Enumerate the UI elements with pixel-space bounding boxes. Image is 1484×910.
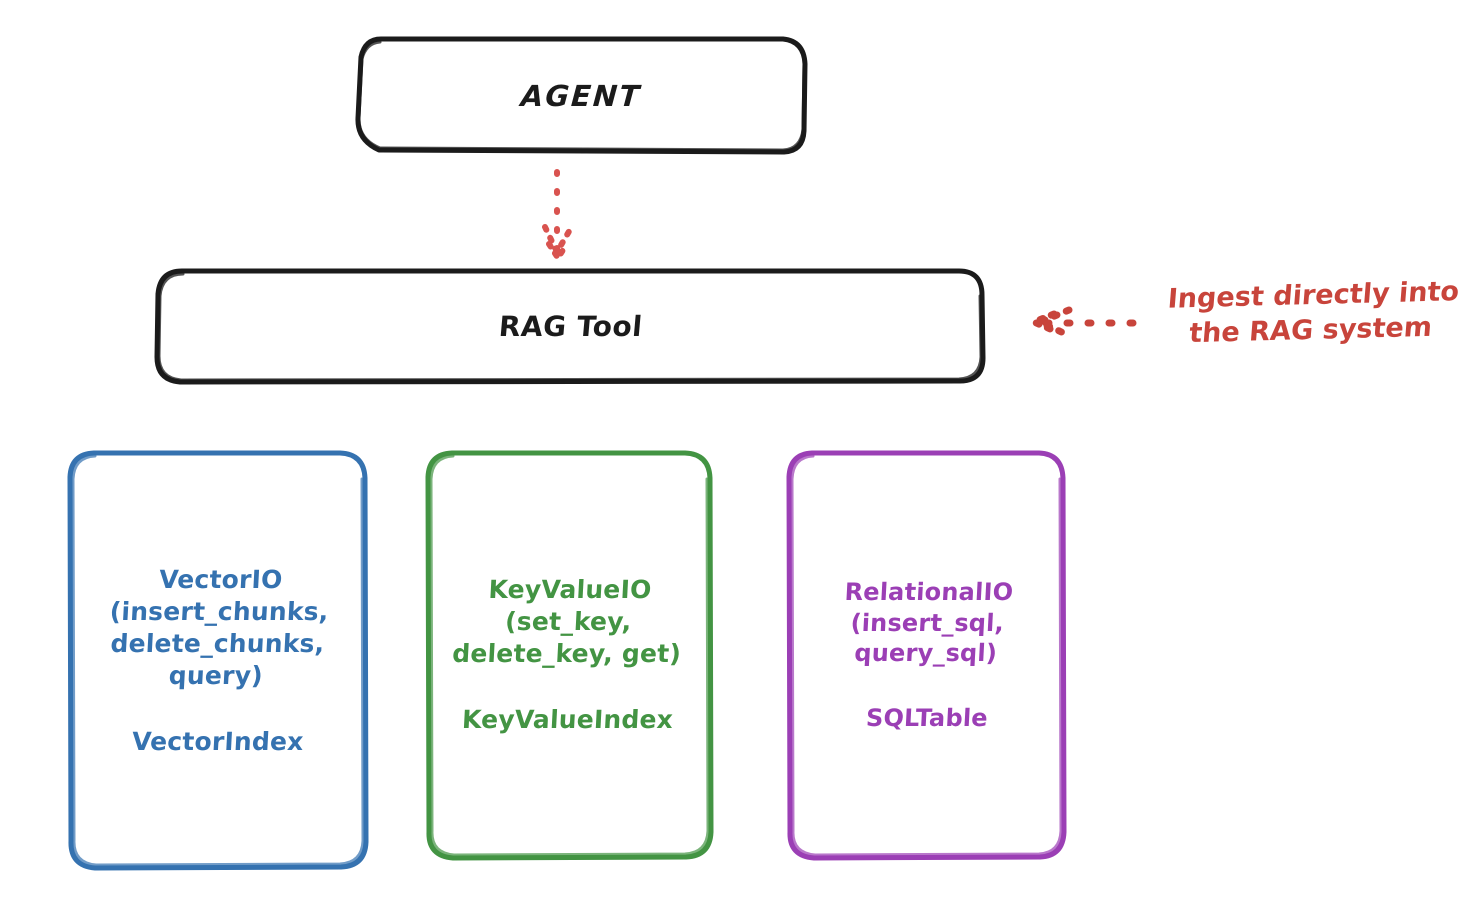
- vector-io-box[interactable]: [67, 450, 369, 871]
- rag-tool-box[interactable]: [154, 268, 986, 385]
- keyvalue-index-label: KeyValueIndex: [461, 705, 675, 734]
- sql-table-label: SQLTable: [865, 703, 989, 732]
- keyvalue-io-interface-label: KeyValueIO (set_key, delete_key, get): [451, 575, 682, 668]
- keyvalue-io-node[interactable]: KeyValueIO (set_key, delete_key, get) Ke…: [420, 452, 716, 858]
- vector-io-node[interactable]: VectorIO (insert_chunks, delete_chunks, …: [70, 452, 366, 869]
- vector-io-interface-label: VectorIO (insert_chunks, delete_chunks, …: [108, 564, 329, 690]
- relational-io-interface-label: RelationalIO (insert_sql, query_sql): [843, 577, 1014, 667]
- agent-node[interactable]: AGENT: [357, 38, 806, 153]
- rag-tool-label: RAG Tool: [497, 309, 644, 343]
- ingest-annotation-text: Ingest directly into the RAG system: [1166, 276, 1461, 350]
- vector-index-label: VectorIndex: [131, 726, 305, 756]
- ingest-arrow: [1030, 306, 1137, 340]
- agent-to-rag-arrow: [542, 169, 574, 261]
- rag-tool-node[interactable]: RAG Tool: [157, 269, 984, 383]
- agent-label: AGENT: [520, 78, 643, 113]
- relational-io-box[interactable]: [786, 450, 1067, 861]
- keyvalue-io-box[interactable]: [425, 450, 714, 861]
- agent-box[interactable]: [355, 36, 808, 155]
- relational-io-node[interactable]: RelationalIO (insert_sql, query_sql) SQL…: [784, 452, 1070, 858]
